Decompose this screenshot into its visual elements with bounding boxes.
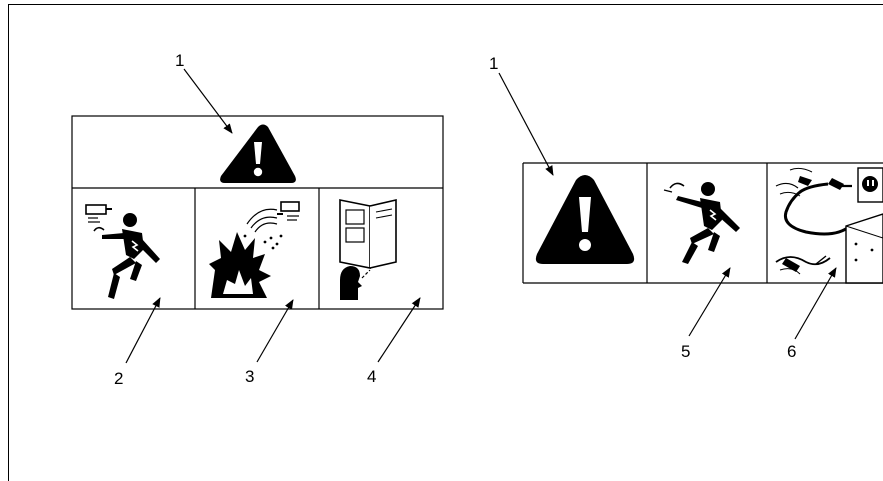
callout-number: 1 (489, 54, 499, 73)
callout-number: 6 (787, 342, 797, 361)
frame-top-border (8, 4, 883, 5)
callout-number: 4 (367, 367, 377, 386)
callout-number: 5 (681, 342, 691, 361)
callout-number: 1 (175, 51, 185, 70)
warning-triangle-icon (535, 175, 635, 264)
warning-triangle-icon (220, 124, 296, 183)
leader-line (688, 267, 731, 337)
explosion-icon (209, 201, 300, 298)
read-manual-icon (339, 198, 397, 300)
frame-left-border (8, 4, 9, 481)
leader-line (256, 299, 294, 363)
electric-shock-icon (663, 182, 740, 264)
callout-number: 2 (114, 369, 124, 388)
leader-line (498, 72, 554, 176)
leader-line (125, 297, 161, 364)
leader-line (794, 267, 837, 340)
right-warning-label (498, 72, 883, 340)
leader-line (183, 68, 233, 134)
leader-line (377, 297, 421, 363)
electric-shock-icon (85, 204, 160, 299)
left-warning-label (71, 68, 444, 364)
disconnect-power-icon (775, 167, 883, 284)
callout-number: 3 (245, 367, 255, 386)
